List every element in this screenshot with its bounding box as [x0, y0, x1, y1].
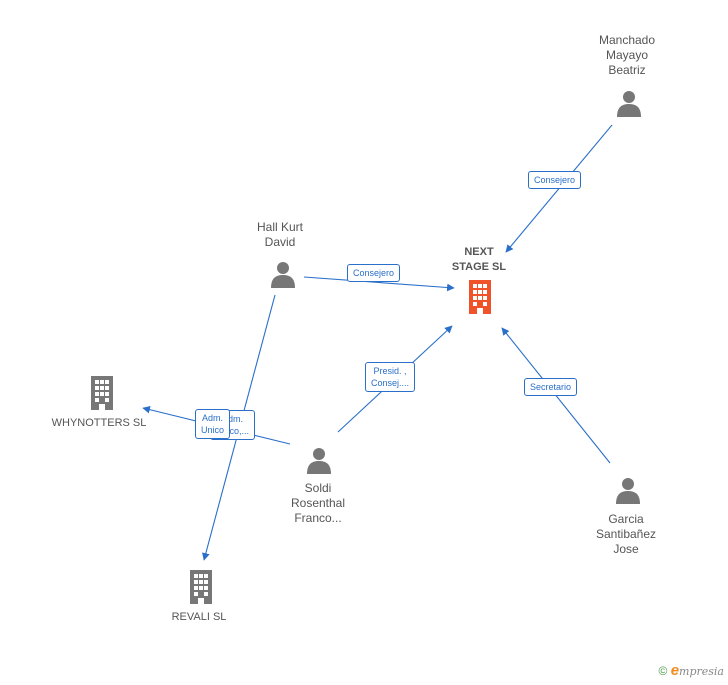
person-icon[interactable] [307, 448, 331, 474]
node-label-hall[interactable]: Hall Kurt David [256, 220, 304, 249]
building-icon[interactable] [91, 376, 113, 410]
brand-logo-icon: e [670, 662, 680, 679]
edge-label-hall-next[interactable]: Consejero [347, 264, 401, 282]
edge-hall-next [303, 276, 455, 292]
node-label-manchado[interactable]: Manchado Mayayo Beatriz [598, 33, 656, 77]
node-label-revali[interactable]: REVALI SL [171, 611, 227, 623]
building-icon[interactable] [190, 570, 212, 604]
edge-label-hall-revali[interactable]: Adm. Unico [195, 409, 231, 439]
person-icon[interactable] [616, 478, 640, 504]
footer-brand: © empresia [659, 662, 725, 679]
person-icon[interactable] [617, 91, 641, 117]
node-label-whynotters[interactable]: WHYNOTTERS SL [51, 417, 147, 429]
edge-label-garcia-next[interactable]: Secretario [524, 378, 578, 396]
building-icon[interactable] [469, 280, 491, 314]
brand-name: mpresia [679, 665, 724, 678]
edge-label-soldi-next[interactable]: Presid. , Consej.... [365, 362, 416, 392]
node-label-soldi[interactable]: Soldi Rosenthal Franco... [290, 481, 346, 525]
node-label-next-stage[interactable]: NEXT STAGE SL [451, 246, 507, 273]
edge-label-manchado-next[interactable]: Consejero [528, 171, 582, 189]
copyright-symbol: © [658, 664, 668, 678]
person-icon[interactable] [271, 262, 295, 288]
node-label-garcia[interactable]: Garcia Santibañez Jose [595, 512, 657, 556]
